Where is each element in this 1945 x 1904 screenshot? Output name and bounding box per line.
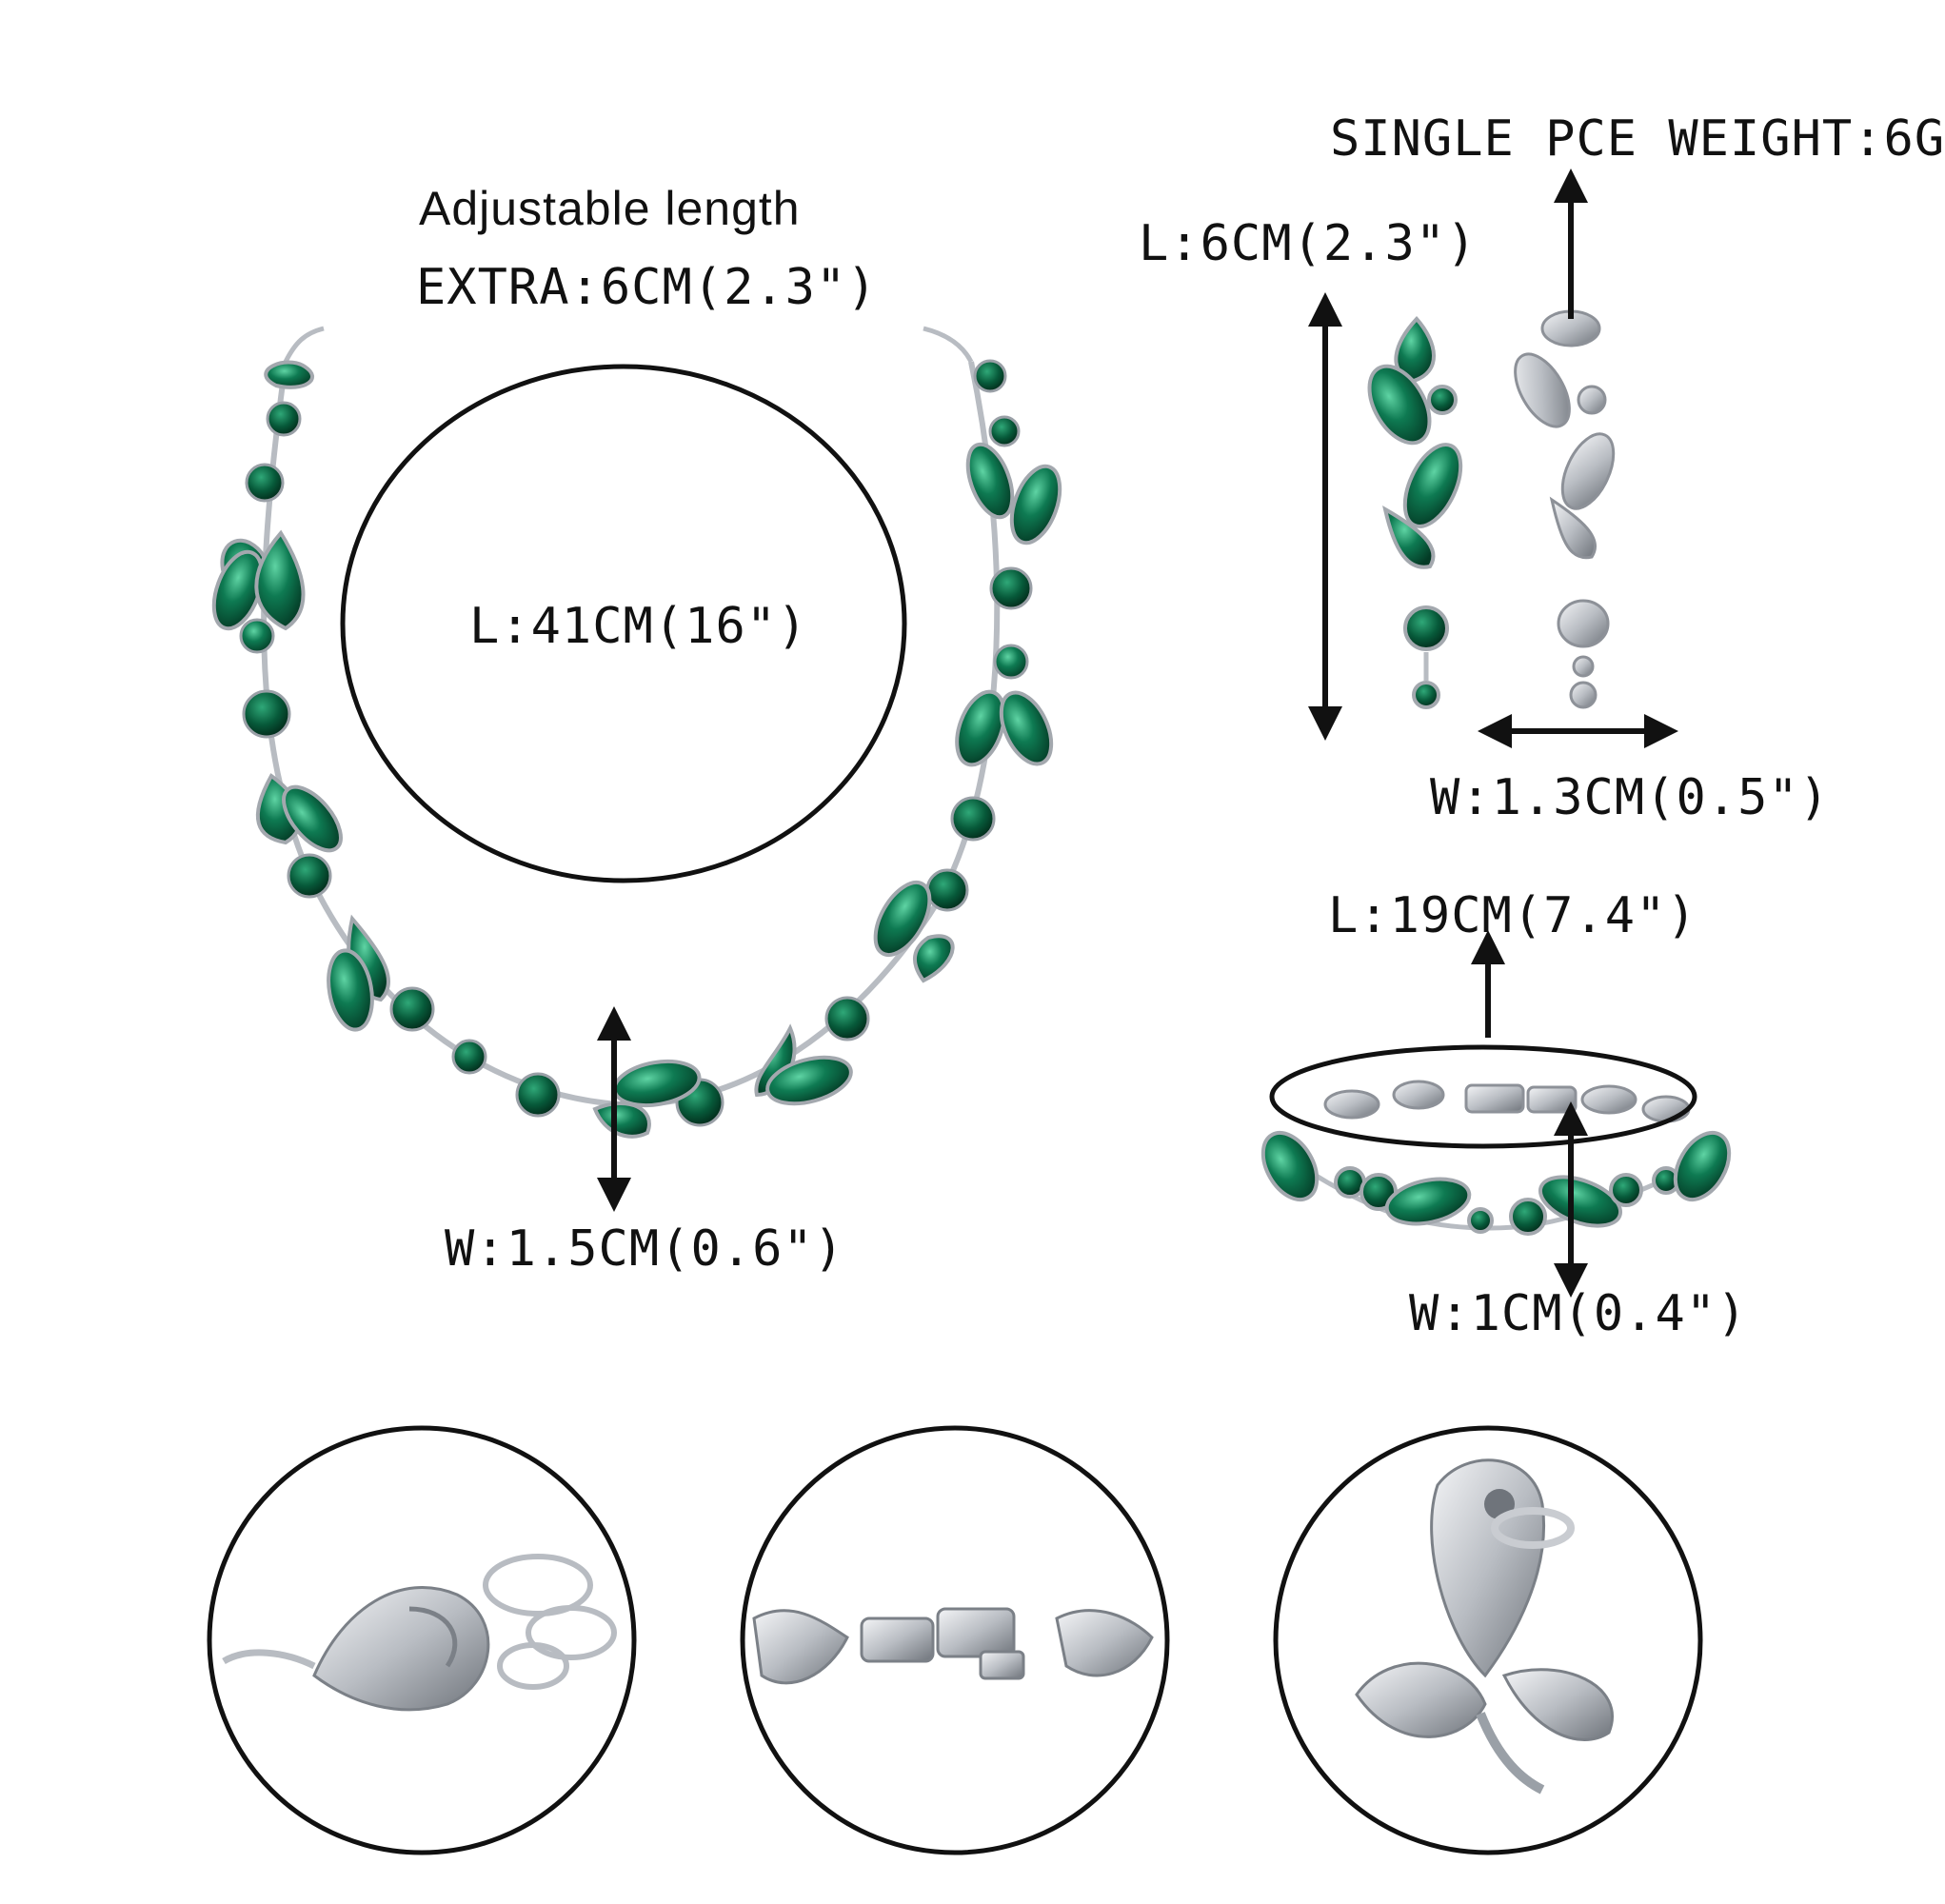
necklace-adjustable-label: Adjustable length	[419, 182, 801, 235]
earring-weight-label: SINGLE PCE WEIGHT:6G	[1330, 110, 1945, 168]
earring	[1308, 169, 1678, 748]
product-dimension-diagram	[207, 169, 1732, 1855]
necklace-width-label: W:1.5CM(0.6")	[445, 1220, 844, 1278]
necklace	[211, 326, 1062, 1212]
detail-fold-over-clasp	[740, 1425, 1170, 1855]
earring-width-label: W:1.3CM(0.5")	[1430, 769, 1830, 826]
necklace-length-circle	[340, 364, 907, 883]
fold-over-clasp-icon	[752, 1607, 1154, 1685]
earring-front	[1367, 316, 1463, 709]
bracelet-width-label: W:1CM(0.4")	[1409, 1285, 1748, 1342]
detail-lobster-clasp	[207, 1425, 637, 1855]
necklace-extender-chain	[283, 326, 974, 364]
necklace-length-label: L:41CM(16")	[469, 598, 808, 655]
bracelet-length-label: L:19CM(7.4")	[1328, 887, 1697, 944]
earring-post-icon	[1355, 1458, 1614, 1795]
necklace-leaf-stones	[211, 360, 1062, 1139]
necklace-extra-label: EXTRA:6CM(2.3")	[416, 259, 878, 316]
earring-back	[1514, 309, 1616, 709]
bracelet-length-ellipse	[1269, 1044, 1697, 1149]
earring-length-label: L:6CM(2.3")	[1139, 215, 1478, 272]
bracelet-silver-links	[1323, 1080, 1691, 1123]
bracelet	[1260, 930, 1732, 1298]
lobster-clasp-icon	[222, 1554, 617, 1712]
necklace-round-stones	[239, 359, 1033, 1127]
detail-earring-post	[1273, 1425, 1703, 1855]
